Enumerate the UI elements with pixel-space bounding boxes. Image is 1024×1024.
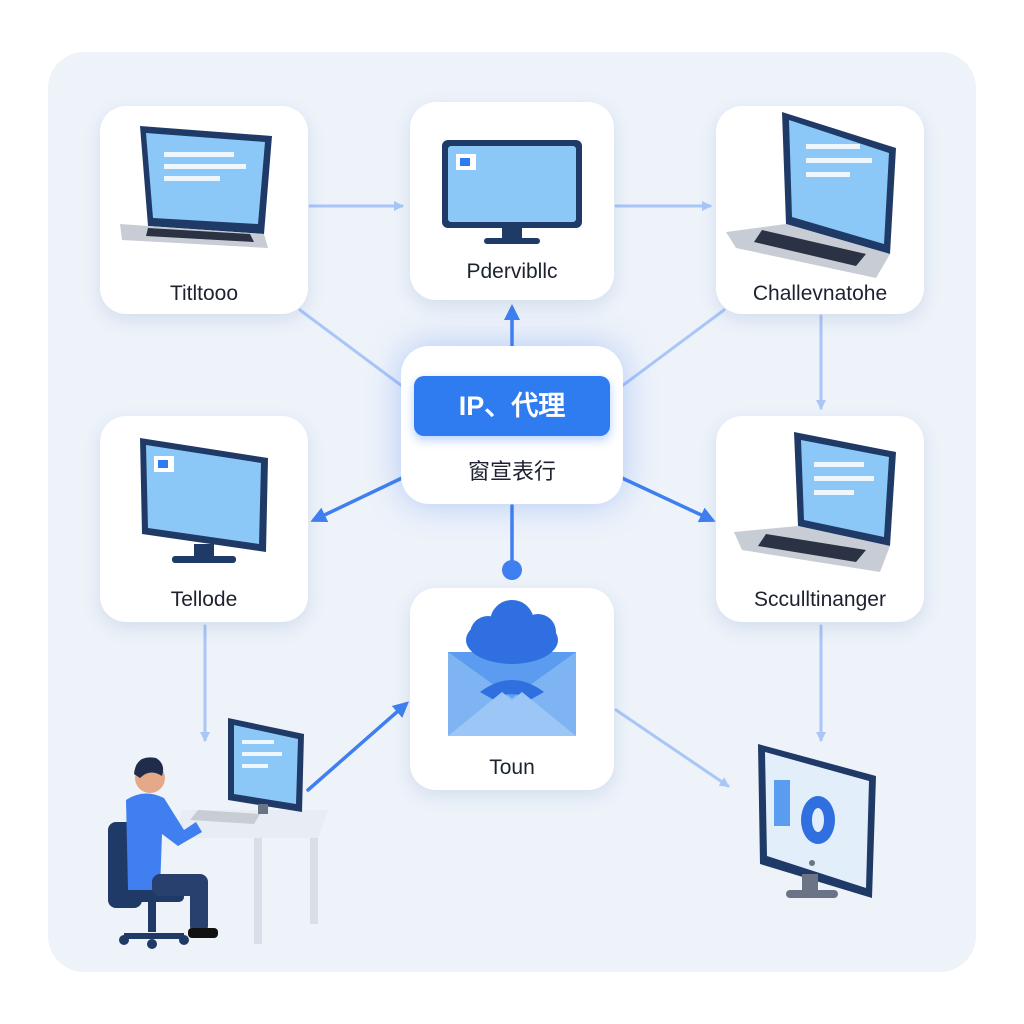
link-toun-to-endpoint <box>614 708 730 788</box>
link-user-to-toun <box>306 701 410 792</box>
node-card-top-center[interactable]: Pdervibllc <box>410 102 614 300</box>
central-hub-card[interactable]: IP、代理 窗宣表行 <box>401 346 623 504</box>
laptop-icon <box>726 112 896 278</box>
node-card-middle-left[interactable]: Tellode <box>100 416 308 622</box>
person-at-desk-icon <box>108 718 328 949</box>
hub-subtitle: 窗宣表行 <box>467 459 556 484</box>
monitor-icon <box>442 140 582 244</box>
endpoint-monitor-icon <box>758 744 876 898</box>
node-label: Scculltinanger <box>754 588 886 611</box>
node-card-top-left[interactable]: Titltooo <box>100 106 308 314</box>
node-label: Pdervibllc <box>466 260 558 283</box>
link-hub-to-middleleft <box>310 476 404 523</box>
cloud-mail-icon <box>448 600 576 736</box>
laptop-icon <box>734 432 896 572</box>
link-hub-to-topleft <box>298 308 404 388</box>
link-hub-to-middleright <box>620 476 716 523</box>
hub-badge[interactable]: IP、代理 <box>414 376 610 436</box>
node-label: Challevnatohe <box>752 282 888 305</box>
link-hub-to-topright <box>620 308 726 388</box>
hub-connector-dot <box>502 560 522 580</box>
node-label: Titltooo <box>169 282 239 305</box>
node-card-top-right[interactable]: Challevnatohe <box>716 106 924 314</box>
node-label: Toun <box>489 756 535 779</box>
monitor-icon <box>140 438 268 563</box>
node-card-bottom-center[interactable]: Toun <box>410 588 614 790</box>
node-label: Tellode <box>170 588 238 611</box>
node-card-middle-right[interactable]: Scculltinanger <box>716 416 924 622</box>
laptop-icon <box>120 126 272 248</box>
